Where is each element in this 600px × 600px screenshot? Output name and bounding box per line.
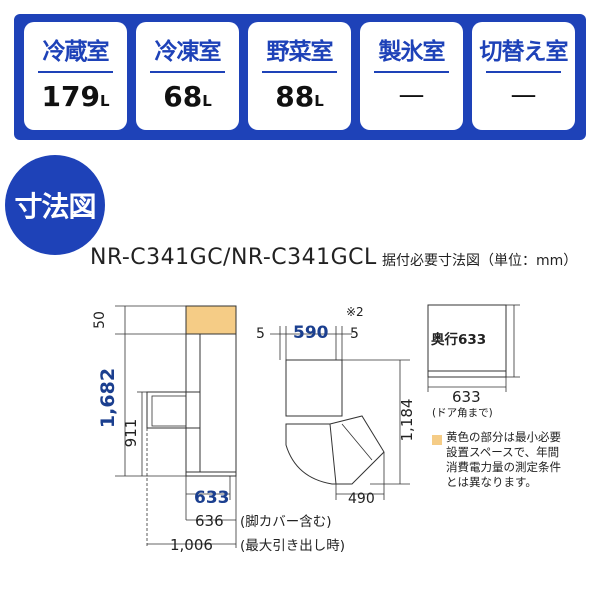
capacity-panel: 冷蔵室 179L 冷凍室 68L 野菜室 88L 製氷室 — 切替え室 —: [14, 14, 586, 140]
door-swing-panel: [329, 415, 385, 485]
section-title-badge: 寸法図: [5, 155, 105, 255]
top-clearance-label: 50: [92, 311, 108, 329]
total-height-label: 1,682: [97, 368, 119, 428]
capacity-card-vegetable: 野菜室 88L: [248, 22, 351, 130]
side-clearance-left: 5: [256, 326, 265, 342]
capacity-divider: [150, 71, 225, 73]
capacity-name: 製氷室: [378, 39, 446, 65]
depth-with-foot-label: 636: [195, 512, 224, 530]
capacity-unit: L: [202, 92, 212, 110]
drawer-outline-inner: [151, 395, 187, 427]
capacity-divider: [486, 71, 561, 73]
footnote-mark: ※2: [346, 305, 364, 319]
legend-text: 黄色の部分は最小必要 設置スペースで、年間 消費電力量の測定条件 とは異なります…: [446, 430, 594, 490]
legend-line: 消費電力量の測定条件: [446, 460, 561, 474]
door-swing-line: [341, 423, 373, 461]
handle-height-label: 911: [122, 419, 140, 448]
side-view: 50 1,682 911 633 636 (脚カバー含む) 1,006 (最大引…: [92, 305, 345, 554]
max-depth-note: (最大引き出し時): [240, 538, 345, 554]
side-clearance-right: 5: [350, 326, 359, 342]
max-depth-label: 1,006: [170, 536, 213, 554]
top-width-label: 633: [452, 388, 481, 406]
capacity-name: 切替え室: [479, 39, 569, 65]
legend-line: 黄色の部分は最小必要: [446, 430, 561, 444]
capacity-card-freezer: 冷凍室 68L: [136, 22, 239, 130]
depth-with-foot-note: (脚カバー含む): [240, 514, 332, 530]
capacity-name: 冷蔵室: [42, 39, 110, 65]
drawer-outline: [146, 391, 187, 429]
depth-label: 633: [194, 488, 230, 508]
fridge-front: [285, 359, 343, 417]
top-width-note: (ドア角まで): [432, 407, 493, 419]
capacity-card-switch: 切替え室 —: [472, 22, 575, 130]
top-view-door: [427, 370, 507, 378]
front-view: ※2 5 590 5 1,184 490: [256, 305, 416, 507]
legend-line: とは異なります。: [446, 475, 537, 489]
capacity-name: 野菜室: [266, 39, 334, 65]
capacity-card-ice: 製氷室 —: [360, 22, 463, 130]
width-label: 590: [293, 323, 329, 343]
capacity-number: 88: [275, 80, 315, 113]
model-note: 据付必要寸法図（単位：mm）: [382, 253, 578, 269]
door-open-width-label: 490: [348, 491, 375, 507]
capacity-value: 179L: [24, 80, 127, 113]
legend-line: 設置スペースで、年間: [446, 445, 560, 459]
capacity-value: —: [510, 80, 537, 110]
clearance-area: [185, 305, 237, 335]
top-view: 奥行633 633 (ドア角まで): [427, 304, 520, 419]
model-name: NR-C341GC/NR-C341GCL: [90, 245, 377, 270]
capacity-unit: L: [314, 92, 324, 110]
fridge-body: [185, 333, 237, 473]
capacity-value: 68L: [136, 80, 239, 113]
capacity-value: 88L: [248, 80, 351, 113]
capacity-name: 冷凍室: [154, 39, 222, 65]
legend-swatch: [432, 435, 442, 445]
capacity-divider: [262, 71, 337, 73]
top-view-body: [427, 304, 507, 372]
capacity-unit: L: [99, 92, 110, 110]
capacity-divider: [38, 71, 113, 73]
fridge-base: [185, 471, 237, 477]
capacity-divider: [374, 71, 449, 73]
top-depth-label: 奥行633: [431, 331, 486, 348]
capacity-card-refrigerator: 冷蔵室 179L: [24, 22, 127, 130]
capacity-number: 179: [41, 80, 100, 113]
capacity-number: 68: [163, 80, 203, 113]
door-height-label: 1,184: [398, 399, 416, 442]
capacity-value: —: [398, 80, 425, 110]
